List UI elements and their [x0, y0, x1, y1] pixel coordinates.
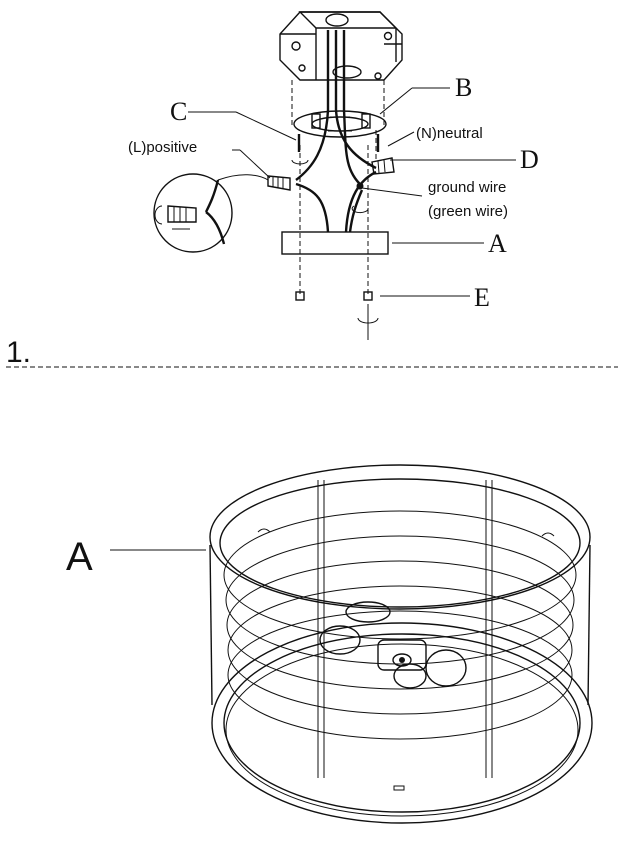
callout-e: E: [474, 283, 490, 312]
mounting-screw-left: [291, 134, 309, 165]
ground-connector: [351, 182, 369, 214]
step-number: 1.: [6, 336, 31, 369]
wiring-step: B C D A E (L)positive (N)neutral ground …: [6, 11, 539, 369]
wire-nut-left: [267, 175, 291, 191]
canopy-top: [281, 231, 389, 255]
ground-wire-sublabel: (green wire): [428, 203, 508, 220]
cage-fixture: [209, 464, 593, 824]
positive-wire-label: (L)positive: [128, 139, 197, 156]
wire-nut-right: [371, 157, 395, 175]
junction-box: [279, 11, 403, 110]
callout-a-top: A: [488, 229, 507, 258]
wire-nut-detail: [153, 173, 269, 253]
neutral-wire-label: (N)neutral: [416, 125, 483, 142]
callout-b: B: [455, 73, 472, 102]
callout-a-bottom: A: [66, 535, 93, 579]
callout-c: C: [170, 97, 187, 126]
ground-wire-label: ground wire: [428, 179, 506, 196]
leader-lines: [188, 87, 516, 297]
callout-d: D: [520, 145, 539, 174]
light-sockets: [319, 601, 467, 689]
mounting-bracket: [293, 110, 387, 138]
fixture-wires: [295, 109, 377, 233]
screw-caps: [295, 291, 379, 340]
